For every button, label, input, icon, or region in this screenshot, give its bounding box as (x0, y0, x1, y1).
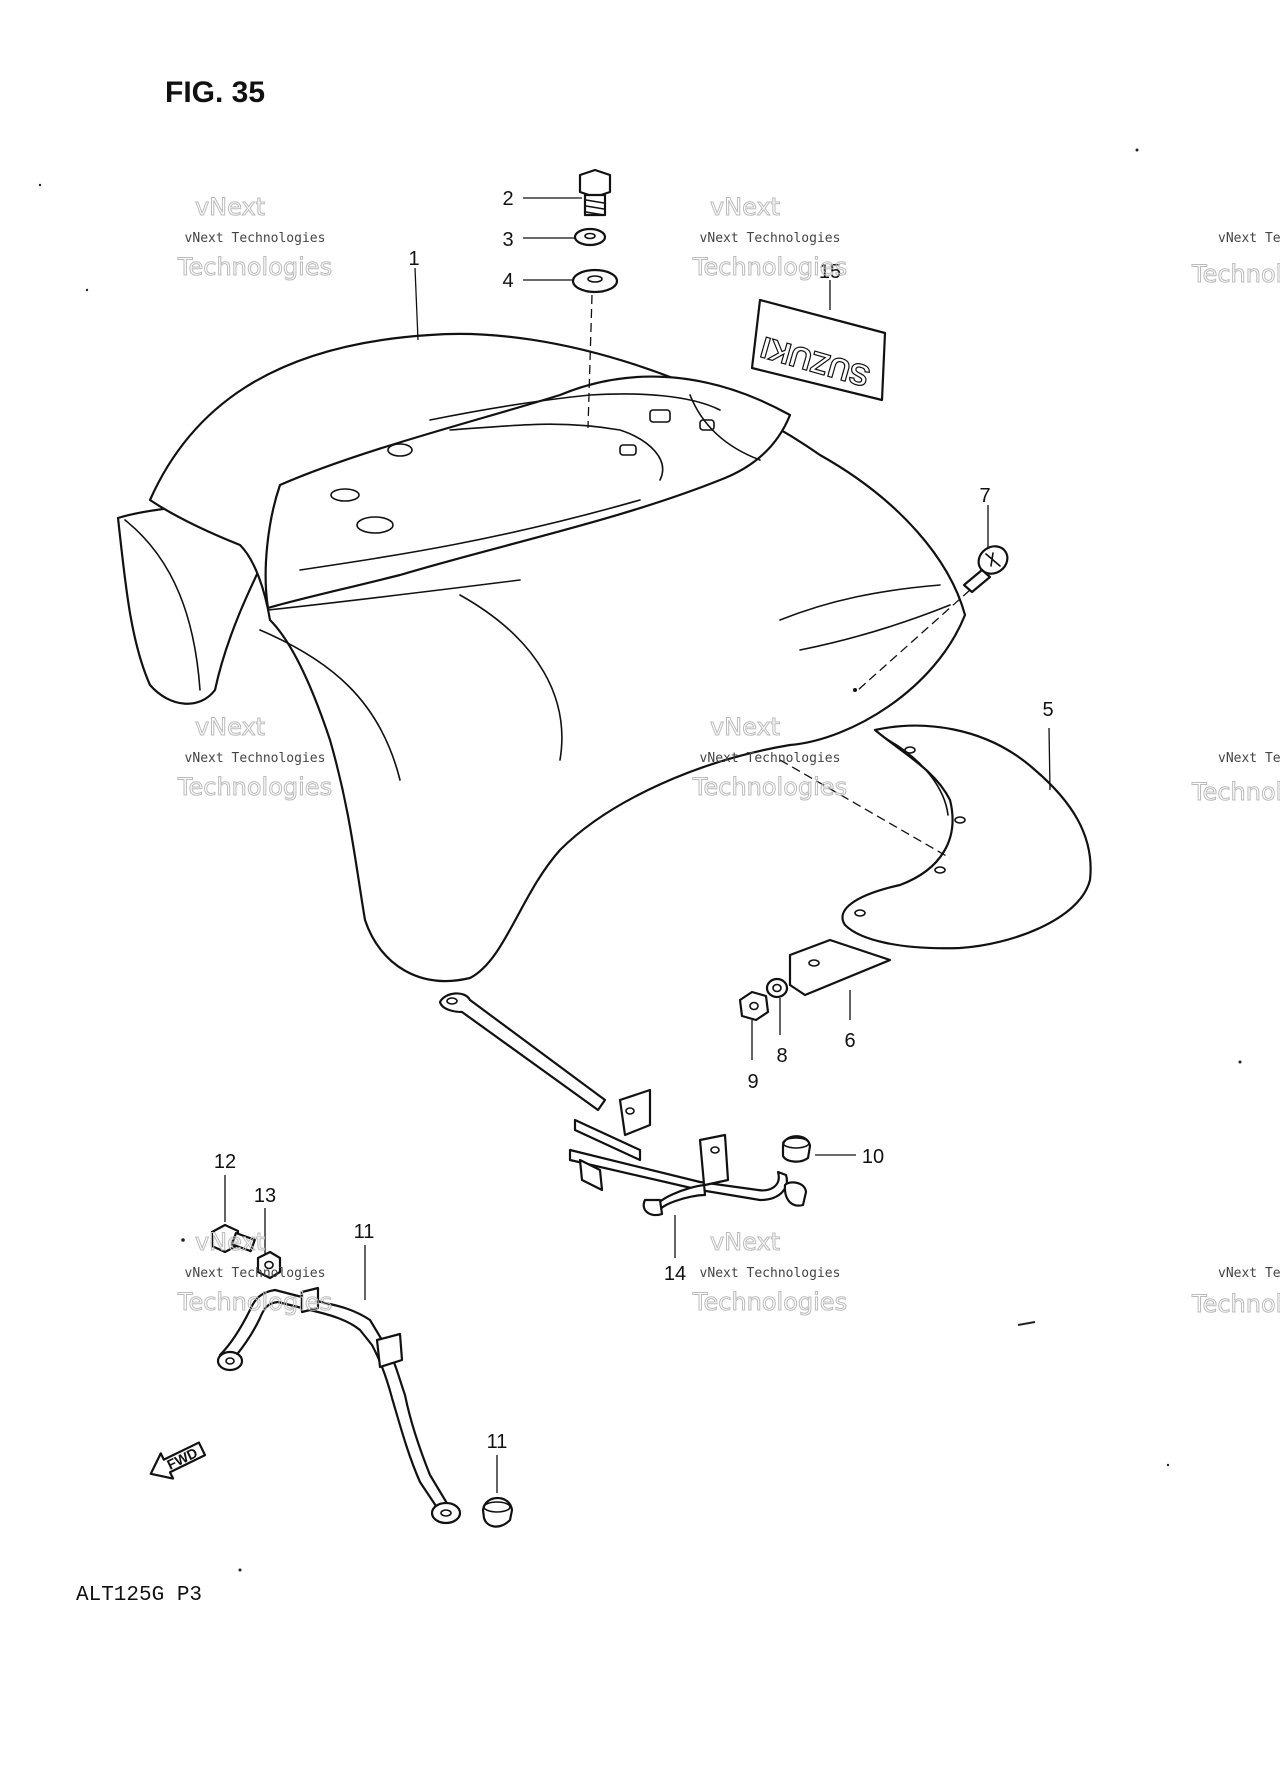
nut-13 (256, 1250, 282, 1280)
callout-6: 6 (844, 1030, 855, 1052)
svg-text:vNext Technologies: vNext Technologies (185, 231, 326, 246)
callout-10: 11 (354, 1221, 375, 1243)
emblem-15: SUZUKI (750, 298, 887, 402)
callout-15: 15 (819, 261, 841, 283)
callout-11-lower: 11 (487, 1431, 508, 1453)
callout-1: 1 (408, 248, 419, 270)
svg-text:Technologies: Technologies (692, 773, 847, 801)
rear-fender (116, 332, 967, 983)
callout-8: 8 (776, 1045, 787, 1067)
svg-text:vNext Technologies: vNext Technologies (1218, 231, 1280, 246)
svg-text:vNext: vNext (195, 193, 265, 221)
svg-text:Technologies: Technologies (692, 253, 847, 281)
nut-9 (738, 990, 770, 1022)
svg-text:vNext Technologies: vNext Technologies (1218, 1266, 1280, 1281)
washer-4 (571, 268, 619, 294)
leader-lines (224, 197, 1051, 1493)
svg-text:vNext: vNext (710, 1228, 780, 1256)
watermark-mid-left: vNext vNext Technologies Technologies (176, 713, 332, 802)
fender-brace-14 (438, 992, 808, 1217)
figure-title: FIG. 35 (165, 76, 265, 109)
lock-washer-3 (573, 227, 607, 247)
svg-text:Technologies: Technologies (177, 1288, 332, 1316)
watermark-low-center: vNext vNext Technologies Technologies (691, 1228, 847, 1317)
assembly-line (779, 759, 951, 859)
assembly-line (857, 589, 971, 691)
scan-specks (38, 148, 1242, 1572)
svg-text:Technologies: Technologies (177, 773, 332, 801)
callout-7: 7 (979, 485, 990, 507)
watermark-right-edge: vNext Technologies Technologies vNext Te… (1191, 231, 1280, 1319)
svg-text:Technologies: Technologies (692, 1288, 847, 1316)
screw-7 (962, 545, 1009, 594)
callout-14: 14 (664, 1263, 686, 1285)
callout-labels: 2 3 4 1 15 7 5 6 8 9 10 12 13 11 14 11 (214, 188, 1054, 1453)
callout-4: 4 (502, 270, 513, 292)
svg-text:Technologies: Technologies (1191, 260, 1280, 288)
bolt-2 (578, 168, 612, 217)
cap-11-lower (481, 1496, 514, 1528)
svg-text:vNext Technologies: vNext Technologies (185, 751, 326, 766)
forward-label: FWD (164, 1444, 200, 1472)
fender-hole (853, 688, 857, 692)
watermark-top-left: vNext vNext Technologies Technologies (176, 193, 332, 282)
watermark-low-left: vNext vNext Technologies Technologies (176, 1228, 332, 1317)
callout-9: 9 (747, 1071, 758, 1093)
watermark-top-center: vNext vNext Technologies Technologies (691, 193, 847, 282)
svg-text:vNext: vNext (710, 713, 780, 741)
svg-text:Technologies: Technologies (177, 253, 332, 281)
mud-flap-5 (841, 724, 1092, 950)
svg-text:Technologies: Technologies (1191, 778, 1280, 806)
svg-text:vNext: vNext (195, 713, 265, 741)
svg-text:vNext: vNext (195, 1228, 265, 1256)
callout-5: 5 (1042, 699, 1053, 721)
forward-direction-arrow: FWD (149, 1441, 207, 1480)
fender-brace-10 (216, 1286, 462, 1525)
watermark-mid-center: vNext vNext Technologies Technologies (691, 713, 847, 802)
model-code: ALT125G P3 (76, 1584, 202, 1607)
cap-11-upper (781, 1135, 812, 1163)
mud-flap-plate-6 (788, 938, 892, 997)
callout-12: 12 (214, 1151, 236, 1173)
svg-text:vNext Technologies: vNext Technologies (700, 231, 841, 246)
svg-text:vNext: vNext (710, 193, 780, 221)
bolt-12 (210, 1223, 256, 1254)
svg-text:vNext Technologies: vNext Technologies (700, 1266, 841, 1281)
callout-11-upper: 10 (862, 1146, 884, 1168)
svg-text:vNext Technologies: vNext Technologies (185, 1266, 326, 1281)
callout-3: 3 (502, 229, 513, 251)
svg-text:Technologies: Technologies (1191, 1290, 1280, 1318)
assembly-line (587, 294, 593, 429)
svg-text:vNext Technologies: vNext Technologies (700, 751, 841, 766)
callout-2: 2 (502, 188, 513, 210)
callout-13: 13 (254, 1185, 276, 1207)
svg-text:vNext Technologies: vNext Technologies (1218, 751, 1280, 766)
washer-8 (765, 977, 789, 999)
